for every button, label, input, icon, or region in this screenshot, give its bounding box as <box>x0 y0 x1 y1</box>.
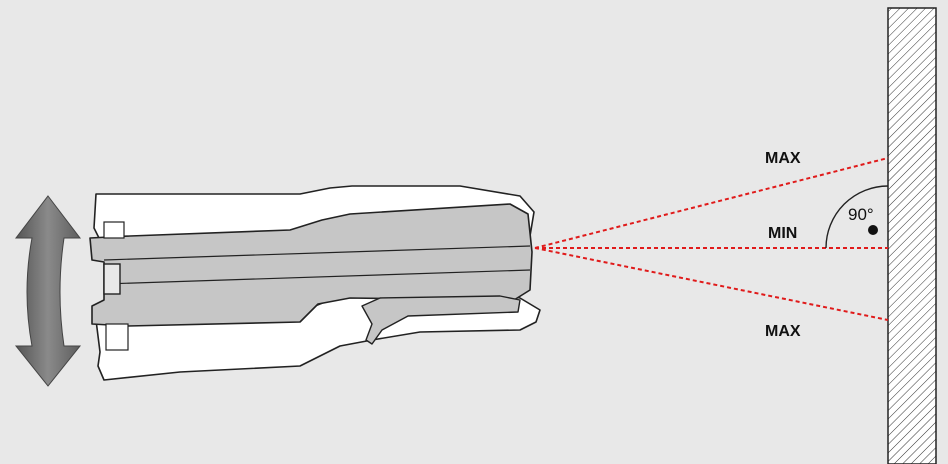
beam-max-top <box>534 157 889 249</box>
device-bottom-tab <box>105 323 129 351</box>
right-angle-arc <box>825 185 889 249</box>
device-seam-lower <box>103 269 531 285</box>
label-max-top: MAX <box>765 150 801 167</box>
device-left-tab <box>103 263 121 295</box>
device-seam-upper <box>103 245 531 261</box>
device-lever <box>361 295 521 345</box>
right-angle-dot <box>868 225 878 235</box>
beam-max-bottom <box>534 247 889 321</box>
label-min: MIN <box>768 225 797 242</box>
wall <box>887 7 937 464</box>
device-top-tab <box>103 221 125 239</box>
label-angle: 90° <box>848 205 874 224</box>
tilt-double-arrow-icon <box>14 195 82 387</box>
label-max-bottom: MAX <box>765 323 801 340</box>
